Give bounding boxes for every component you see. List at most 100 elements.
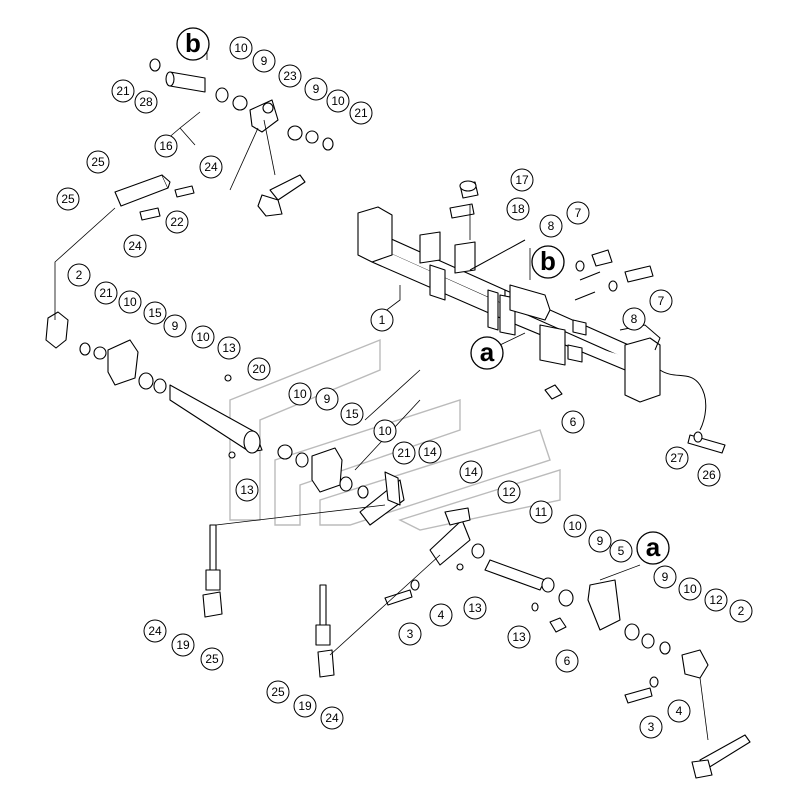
svg-text:24: 24	[128, 239, 142, 253]
callout-17: 17	[510, 168, 534, 192]
top-left-linkage	[45, 71, 751, 779]
svg-text:23: 23	[283, 69, 297, 83]
svg-text:24: 24	[325, 711, 339, 725]
callout-24: 24	[123, 234, 147, 258]
svg-text:9: 9	[172, 319, 179, 333]
callout-20: 20	[247, 357, 271, 381]
svg-text:25: 25	[91, 155, 105, 169]
svg-text:25: 25	[205, 652, 219, 666]
callout-22: 22	[165, 210, 189, 234]
callout-10: 10	[326, 89, 350, 113]
callout-9: 9	[653, 565, 677, 589]
svg-text:9: 9	[324, 392, 331, 406]
callout-21: 21	[111, 79, 135, 103]
reference-b-top: b	[176, 27, 210, 61]
callout-21: 21	[392, 441, 416, 465]
callout-26: 26	[697, 463, 721, 487]
reference-a-bottom: a	[636, 531, 670, 565]
svg-text:16: 16	[159, 139, 173, 153]
callout-24: 24	[199, 155, 223, 179]
svg-text:10: 10	[293, 387, 307, 401]
callout-15: 15	[340, 402, 364, 426]
svg-text:10: 10	[234, 41, 248, 55]
callout-13: 13	[235, 478, 259, 502]
callout-13: 13	[463, 596, 487, 620]
callout-13: 13	[217, 336, 241, 360]
callout-16: 16	[154, 134, 178, 158]
callout-9: 9	[163, 314, 187, 338]
svg-text:26: 26	[702, 468, 716, 482]
callout-10: 10	[229, 36, 253, 60]
svg-text:13: 13	[222, 341, 236, 355]
callout-9: 9	[315, 387, 339, 411]
svg-text:20: 20	[252, 362, 266, 376]
callout-4: 4	[667, 699, 691, 723]
callout-13: 13	[507, 625, 531, 649]
svg-text:6: 6	[564, 654, 571, 668]
svg-text:27: 27	[670, 451, 684, 465]
svg-text:3: 3	[407, 627, 414, 641]
callout-24: 24	[143, 619, 167, 643]
svg-text:21: 21	[116, 84, 130, 98]
svg-text:11: 11	[535, 505, 548, 519]
callout-10: 10	[288, 382, 312, 406]
callout-8: 8	[622, 307, 646, 331]
callout-21: 21	[94, 281, 118, 305]
main-frame-part-1	[357, 206, 707, 431]
callout-10: 10	[373, 419, 397, 443]
callout-25: 25	[56, 187, 80, 211]
svg-text:28: 28	[139, 95, 153, 109]
svg-text:9: 9	[662, 570, 669, 584]
svg-text:12: 12	[502, 485, 516, 499]
svg-text:9: 9	[261, 54, 268, 68]
svg-text:2: 2	[76, 268, 83, 282]
svg-text:21: 21	[354, 106, 368, 120]
callout-11: 11	[529, 500, 553, 524]
svg-text:5: 5	[618, 544, 625, 558]
callout-14: 14	[459, 460, 483, 484]
svg-text:25: 25	[61, 192, 75, 206]
svg-text:13: 13	[240, 483, 254, 497]
svg-text:10: 10	[683, 582, 697, 596]
svg-text:2: 2	[738, 604, 745, 618]
callout-6: 6	[561, 410, 585, 434]
svg-text:22: 22	[170, 215, 184, 229]
callout-18: 18	[506, 197, 530, 221]
callout-9: 9	[588, 529, 612, 553]
svg-text:15: 15	[148, 306, 162, 320]
svg-text:7: 7	[658, 294, 665, 308]
svg-text:7: 7	[575, 206, 582, 220]
callout-9: 9	[252, 49, 276, 73]
svg-text:19: 19	[298, 699, 312, 713]
callout-12: 12	[497, 480, 521, 504]
svg-text:10: 10	[331, 94, 345, 108]
callout-14: 14	[418, 440, 442, 464]
svg-text:10: 10	[568, 519, 582, 533]
svg-text:8: 8	[631, 312, 638, 326]
reference-b-frame: b	[531, 245, 565, 279]
callout-15: 15	[143, 301, 167, 325]
svg-text:17: 17	[515, 173, 529, 187]
callout-7: 7	[566, 201, 590, 225]
callout-28: 28	[134, 90, 158, 114]
callout-8: 8	[539, 214, 563, 238]
callout-1: 1	[370, 308, 394, 332]
svg-text:14: 14	[464, 465, 478, 479]
callout-19: 19	[293, 694, 317, 718]
callout-3: 3	[639, 715, 663, 739]
svg-text:14: 14	[423, 445, 437, 459]
callout-10: 10	[191, 325, 215, 349]
callout-25: 25	[266, 680, 290, 704]
svg-text:b: b	[185, 28, 201, 58]
callout-19: 19	[171, 633, 195, 657]
callout-3: 3	[398, 622, 422, 646]
callout-5: 5	[609, 539, 633, 563]
callout-7: 7	[649, 289, 673, 313]
callout-9: 9	[304, 77, 328, 101]
callout-10: 10	[563, 514, 587, 538]
svg-text:21: 21	[99, 286, 113, 300]
svg-text:12: 12	[709, 593, 723, 607]
svg-text:6: 6	[570, 415, 577, 429]
